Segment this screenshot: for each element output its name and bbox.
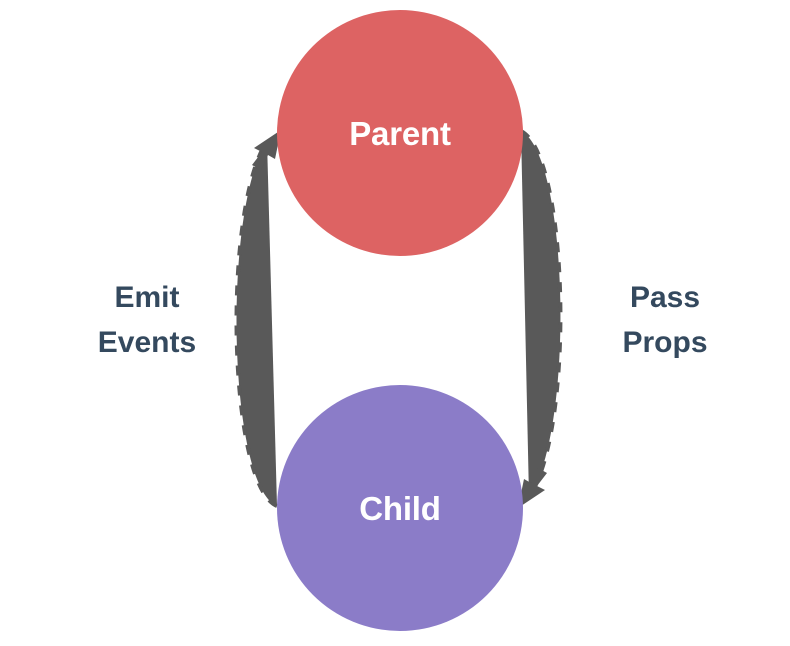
edge-label-emit-events-line-2: Events [97,326,197,359]
edge-label-emit-events: Emit Events [47,275,247,365]
edge-pass-props-arrowhead-icon [518,468,547,508]
edge-pass-props [518,129,563,508]
edge-emit-events [234,130,281,508]
node-child-label: Child [359,489,441,527]
edge-label-pass-props-line-2: Props [622,326,708,359]
edge-pass-props-path [519,129,563,499]
edge-label-emit-events-line-1: Emit [114,281,180,314]
edge-emit-events-path [234,139,278,508]
node-child[interactable]: Child [277,385,523,631]
edge-label-pass-props: Pass Props [565,275,765,365]
node-parent[interactable]: Parent [277,10,523,256]
edge-label-pass-props-line-1: Pass [629,281,701,314]
node-parent-label: Parent [349,114,451,152]
edge-emit-events-arrowhead-icon [252,130,281,170]
